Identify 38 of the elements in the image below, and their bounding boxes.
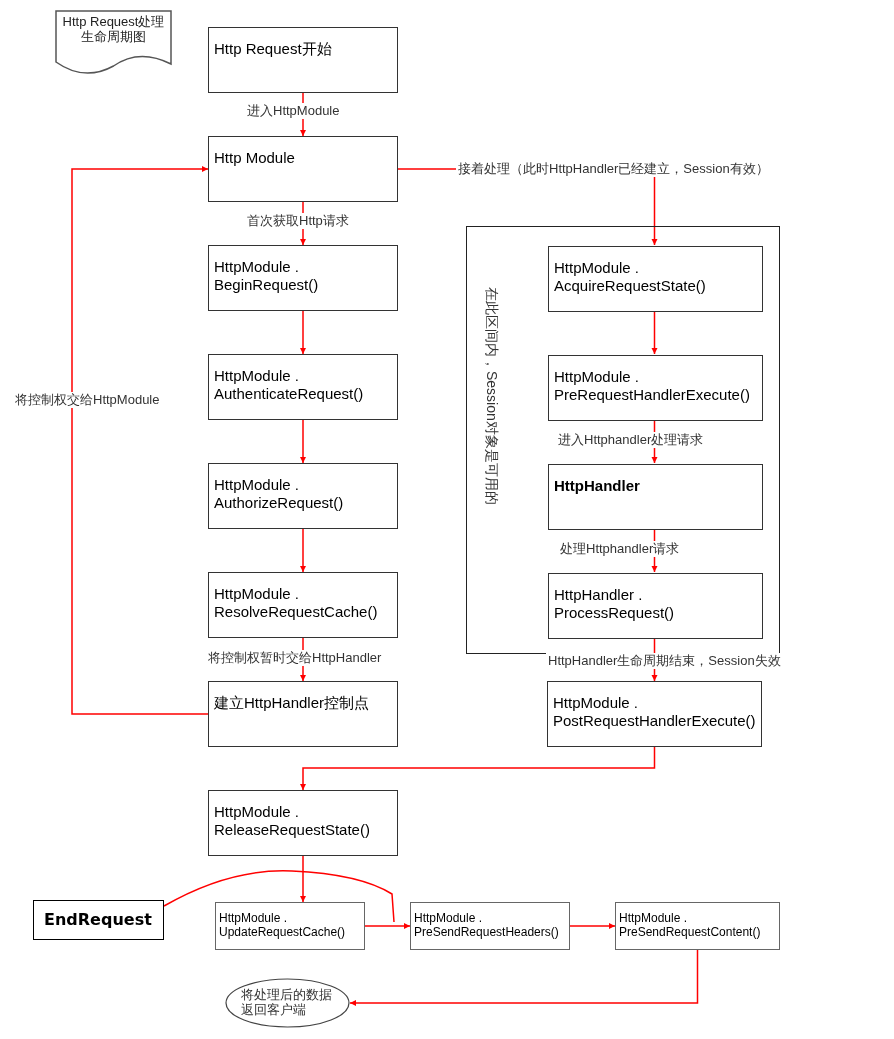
process-box: HttpHandler . ProcessRequest() [548,573,763,639]
process-box: HttpModule . PostRequestHandlerExecute() [547,681,762,747]
arrow [569,923,616,929]
arrow [364,923,411,929]
edge-label: 进入HttpModule [245,103,342,119]
process-box: HttpModule . AuthorizeRequest() [208,463,398,529]
process-box: 建立HttpHandler控制点 [208,681,398,747]
session-region-box [466,226,780,654]
hand-drawn-line [163,870,395,923]
arrow [651,310,658,355]
arrow [300,746,656,791]
process-box: HttpModule . AuthenticateRequest() [208,354,398,420]
edge-label: 处理Httphandler请求 [558,541,682,557]
edge-label: 将控制权交给HttpModule [13,392,162,408]
process-box: HttpModule . BeginRequest() [208,245,398,311]
vertical-note: 在此区间内，Session对象是可用的 [483,287,501,505]
edge-label: 将控制权暂时交给HttpHandler [206,650,384,666]
terminator-ellipse: 将处理后的数据返回客户端 [225,978,350,1028]
process-box: HttpModule . UpdateRequestCache() [215,902,365,950]
process-box: HttpModule . PreSendRequestContent() [615,902,780,950]
arrow [300,419,306,464]
arrow [300,855,306,903]
process-box: HttpModule . PreRequestHandlerExecute() [548,355,763,421]
edge-label: 首次获取Http请求 [245,213,351,229]
event-box: EndRequest [33,900,164,940]
process-box: HttpModule . AcquireRequestState() [548,246,763,312]
process-box: HttpModule . PreSendRequestHeaders() [410,902,570,950]
process-box: Http Module [208,136,398,202]
arrow [300,310,306,355]
arrow [300,528,306,573]
arrow [349,949,699,1006]
edge-label: HttpHandler生命周期结束，Session失效 [546,653,783,669]
arrow [71,166,209,715]
process-box: HttpHandler [548,464,763,530]
process-box: Http Request开始 [208,27,398,93]
process-box: HttpModule . ReleaseRequestState() [208,790,398,856]
process-box: HttpModule . ResolveRequestCache() [208,572,398,638]
edge-label: 进入Httphandler处理请求 [556,432,706,448]
